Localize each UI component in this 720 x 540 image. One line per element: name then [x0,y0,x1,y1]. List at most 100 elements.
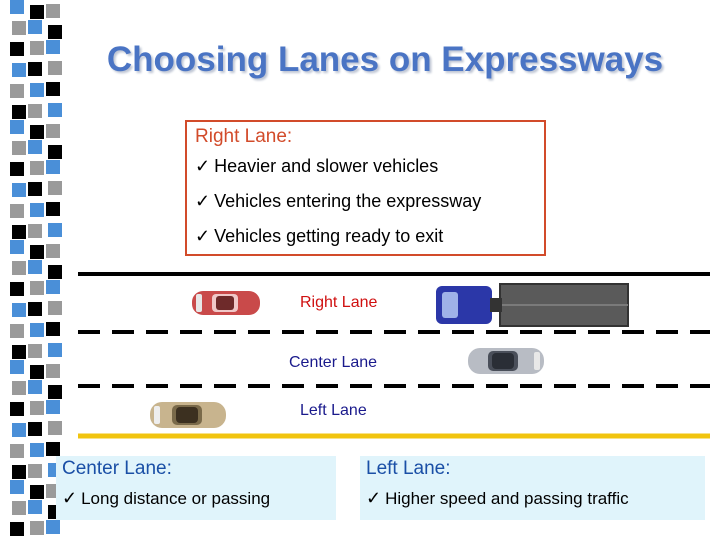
strip-square [30,521,44,535]
strip-square [10,42,24,56]
right-lane-item-3: ✓Vehicles getting ready to exit [195,226,444,246]
strip-square [12,225,26,239]
strip-square [28,20,42,34]
strip-square [28,104,42,118]
left-lane-heading: Left Lane: [366,458,451,479]
strip-square [30,401,44,415]
strip-square [46,40,60,54]
strip-square [10,204,24,218]
strip-square [46,244,60,258]
strip-square [46,124,60,138]
strip-square [46,322,60,336]
strip-square [46,364,60,378]
right-lane-item-2: ✓Vehicles entering the expressway [195,191,482,211]
strip-square [28,464,42,478]
left-lane-label: Left Lane [300,402,367,419]
checkmark-icon: ✓ [195,226,211,246]
strip-square [30,41,44,55]
strip-square [12,105,26,119]
strip-square [28,224,42,238]
strip-square [48,103,62,117]
checkmark-icon: ✓ [366,488,382,508]
strip-square [30,83,44,97]
strip-square [48,343,62,357]
strip-square [10,120,24,134]
strip-square [10,240,24,254]
strip-square [28,380,42,394]
strip-square [30,161,44,175]
strip-square [28,344,42,358]
strip-square [46,4,60,18]
strip-square [46,400,60,414]
center-lane-item-1: ✓Long distance or passing [62,488,271,508]
strip-square [10,324,24,338]
road-lines [78,272,710,439]
right-lane-heading: Right Lane: [195,126,293,147]
strip-square [48,301,62,315]
strip-square [12,261,26,275]
strip-square [10,480,24,494]
strip-square [28,182,42,196]
left-lane-info-box: Left Lane: ✓Higher speed and passing tra… [360,456,705,520]
strip-square [48,25,62,39]
strip-square [28,302,42,316]
strip-square [46,160,60,174]
strip-square [46,442,60,456]
strip-square [10,0,24,14]
strip-square [30,203,44,217]
red-car-icon [192,291,260,315]
strip-square [28,260,42,274]
strip-square [12,303,26,317]
strip-square [12,381,26,395]
strip-square [10,360,24,374]
strip-square [46,202,60,216]
checkmark-icon: ✓ [195,156,211,176]
strip-square [30,125,44,139]
expressway-diagram: Right Lane Center Lane Left Lane [78,270,710,440]
strip-square [46,280,60,294]
strip-square [12,21,26,35]
strip-square [30,443,44,457]
strip-square [12,501,26,515]
strip-square [48,421,62,435]
strip-square [48,145,62,159]
left-lane-item-1: ✓Higher speed and passing traffic [366,488,629,508]
strip-square [48,385,62,399]
strip-square [30,485,44,499]
strip-square [48,265,62,279]
strip-square [12,63,26,77]
strip-square [10,162,24,176]
strip-square [12,423,26,437]
strip-square [10,444,24,458]
checkmark-icon: ✓ [62,488,78,508]
strip-square [28,140,42,154]
strip-square [12,465,26,479]
checkmark-icon: ✓ [195,191,211,211]
strip-square [28,422,42,436]
strip-square [30,281,44,295]
strip-square [10,282,24,296]
strip-square [48,223,62,237]
strip-square [12,141,26,155]
strip-square [10,522,24,536]
strip-square [48,61,62,75]
right-lane-info-box: Right Lane: ✓Heavier and slower vehicles… [185,120,546,256]
beige-car-icon [150,402,226,428]
strip-square [30,245,44,259]
center-lane-label: Center Lane [289,354,378,371]
right-lane-label: Right Lane [300,294,378,311]
strip-square [10,402,24,416]
strip-square [30,365,44,379]
strip-square [10,84,24,98]
strip-square [30,5,44,19]
silver-car-icon [468,348,544,374]
center-lane-info-box: Center Lane: ✓Long distance or passing [56,456,336,520]
strip-square [28,62,42,76]
strip-square [28,500,42,514]
right-lane-item-1: ✓Heavier and slower vehicles [195,156,439,176]
strip-square [12,345,26,359]
center-lane-heading: Center Lane: [62,458,172,479]
strip-square [48,181,62,195]
truck-icon [436,283,629,327]
strip-square [12,183,26,197]
